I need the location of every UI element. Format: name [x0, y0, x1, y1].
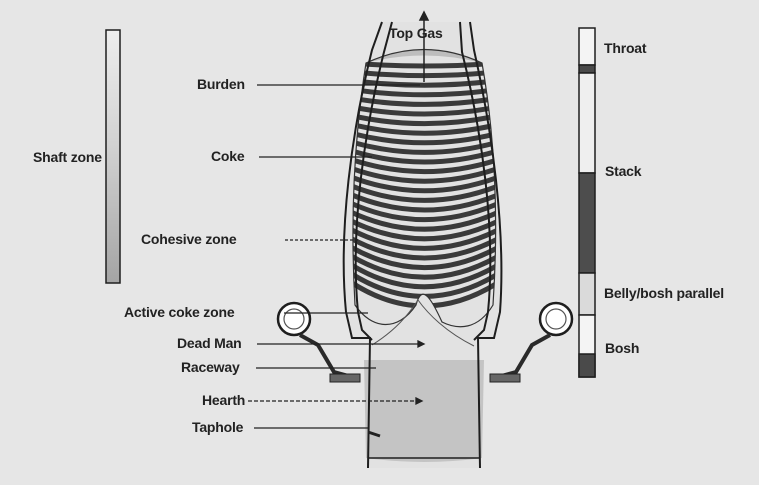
- belly-bosh-parallel-label: Belly/bosh parallel: [604, 285, 724, 301]
- active-coke-zone-label: Active coke zone: [124, 304, 234, 320]
- throat-label: Throat: [604, 40, 646, 56]
- hearth-label: Hearth: [202, 392, 245, 408]
- stack-label: Stack: [605, 163, 641, 179]
- top-gas-label: Top Gas: [389, 25, 443, 41]
- cohesive-zone-label: Cohesive zone: [141, 231, 236, 247]
- bosh-label: Bosh: [605, 340, 639, 356]
- shaft-zone-bar: [106, 30, 120, 283]
- furnace-zone-bar: [579, 28, 595, 377]
- right-tuyere: [490, 303, 572, 382]
- dead-man-label: Dead Man: [177, 335, 242, 351]
- raceway-label: Raceway: [181, 359, 240, 375]
- burden-label: Burden: [197, 76, 245, 92]
- hearth: [364, 360, 484, 462]
- coke-label: Coke: [211, 148, 244, 164]
- shaft-zone-label: Shaft zone: [33, 149, 102, 165]
- taphole-label: Taphole: [192, 419, 243, 435]
